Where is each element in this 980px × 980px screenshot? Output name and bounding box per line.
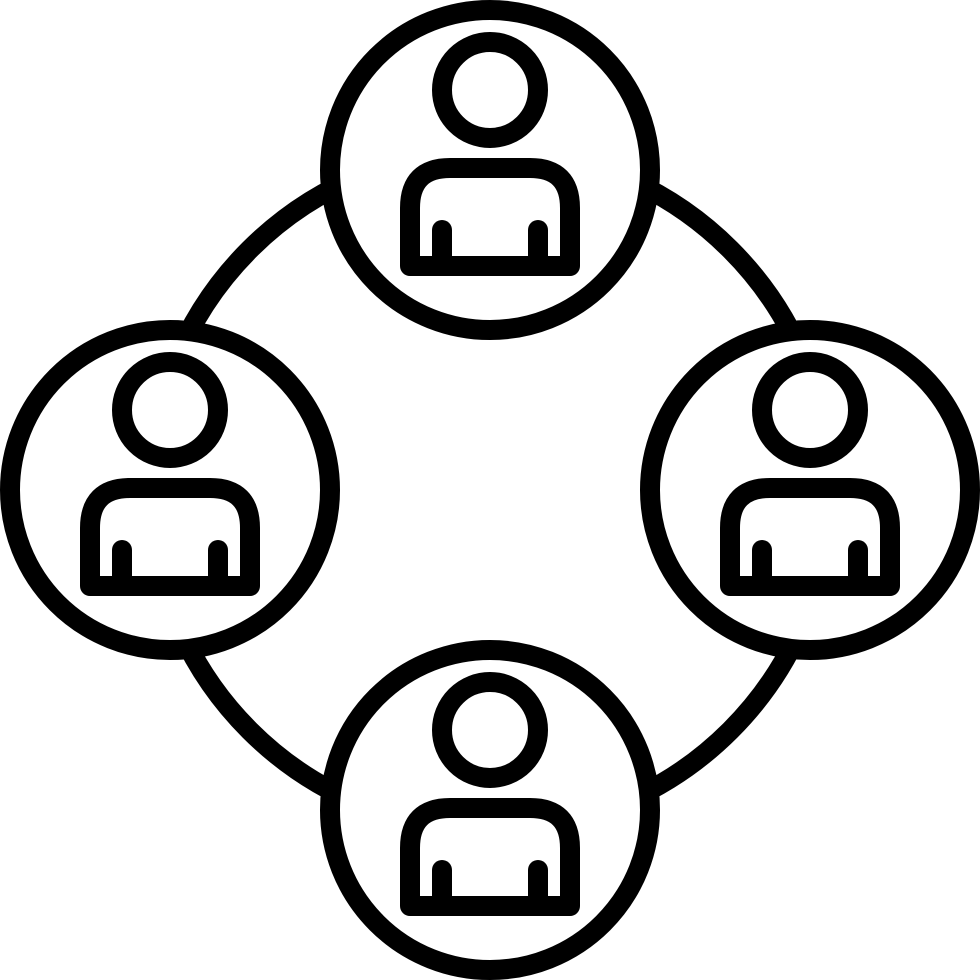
torso-icon — [400, 158, 580, 276]
user-icon — [400, 672, 580, 916]
torso-icon — [80, 478, 260, 596]
user-icon — [720, 352, 900, 596]
person-node-bottom — [320, 640, 660, 980]
person-node-left — [0, 320, 340, 660]
head-icon — [432, 672, 548, 788]
person-node-right — [640, 320, 980, 660]
head-icon — [752, 352, 868, 468]
user-icon — [400, 32, 580, 276]
user-icon — [80, 352, 260, 596]
torso-icon — [400, 798, 580, 916]
person-node-top — [320, 0, 660, 340]
torso-icon — [720, 478, 900, 596]
head-icon — [432, 32, 548, 148]
head-icon — [112, 352, 228, 468]
